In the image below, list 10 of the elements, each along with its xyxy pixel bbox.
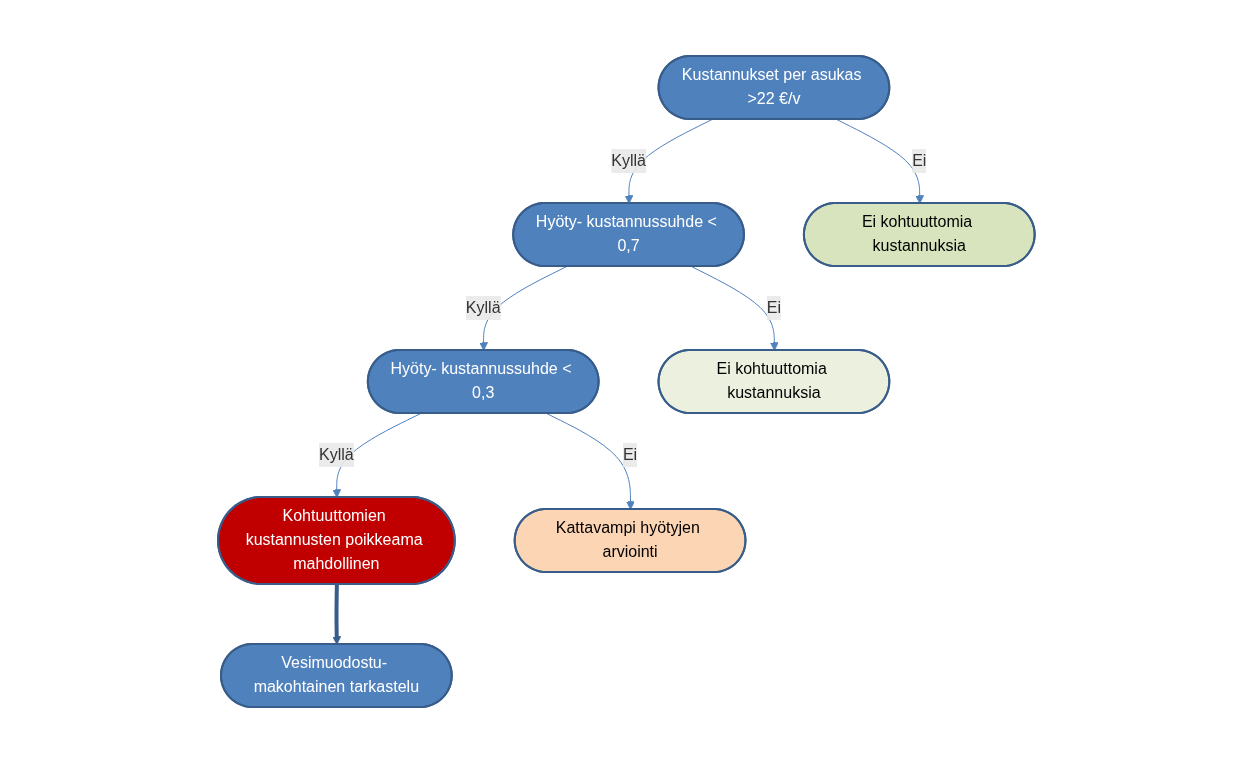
arrow — [691, 265, 779, 351]
edge-label: Kyllä — [319, 445, 354, 463]
edge-label: Ei — [623, 445, 638, 463]
edge-label: Ei — [912, 151, 927, 169]
arrow — [546, 412, 636, 510]
arrow — [332, 583, 342, 645]
edge-label: Ei — [766, 298, 782, 316]
edge-label: Kyllä — [466, 298, 501, 316]
edge-label: Kyllä — [611, 151, 647, 169]
arrow — [836, 118, 925, 204]
